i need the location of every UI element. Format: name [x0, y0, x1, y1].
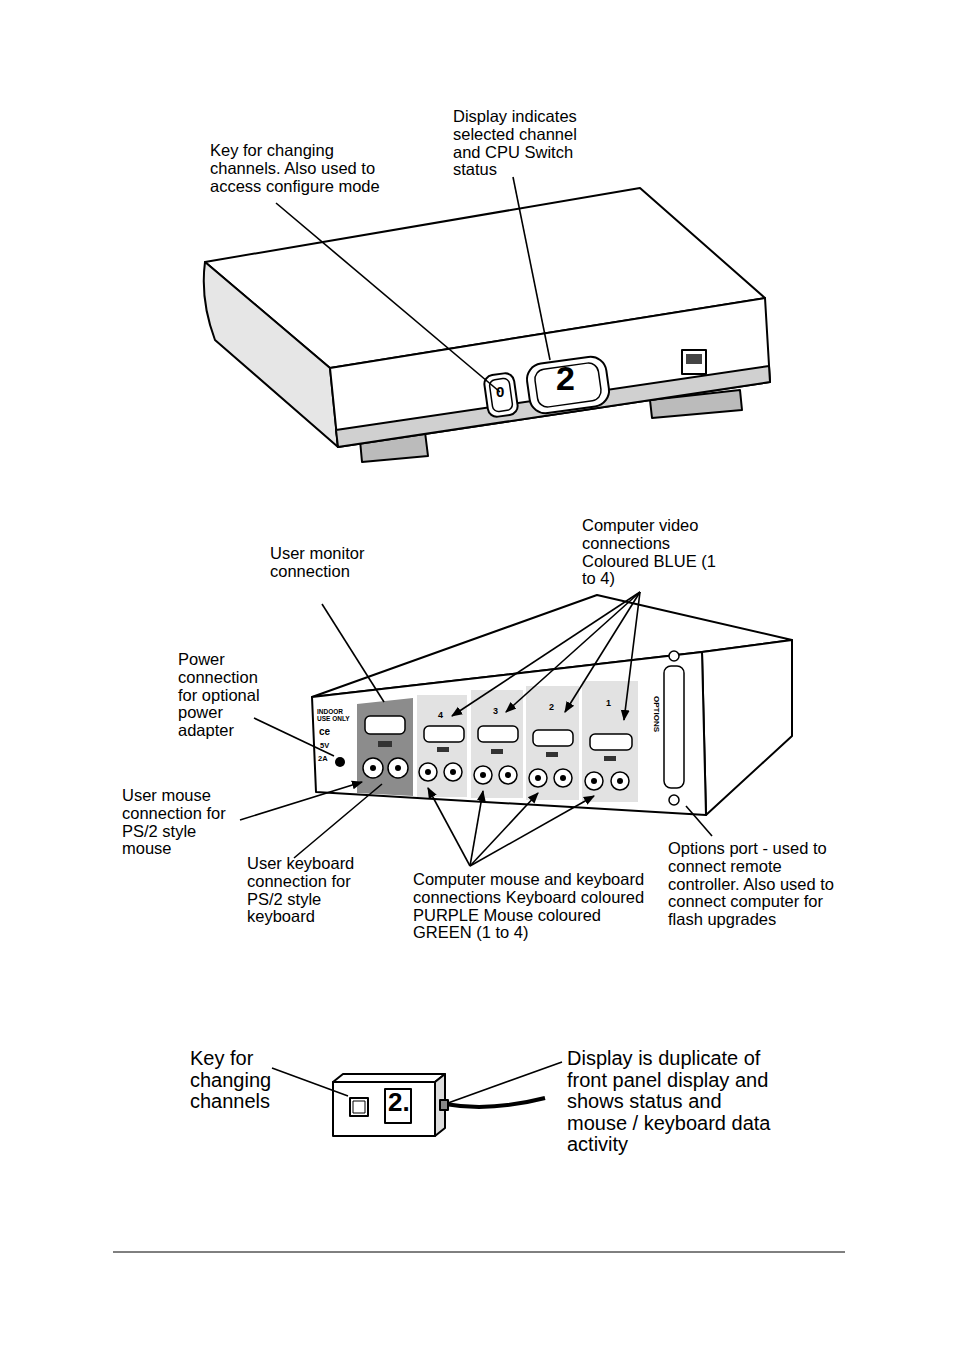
- callout-text: Display is duplicate of front panel disp…: [567, 1048, 782, 1156]
- panel-marking: INDOOR USE ONLY: [317, 708, 355, 722]
- panel-marking: 5V: [320, 742, 329, 750]
- callout-text: Display indicates selected channel and C…: [453, 108, 595, 179]
- rear-unit: [312, 595, 792, 815]
- port-number: 1: [606, 699, 611, 709]
- callout-text: Computer mouse and keyboard connections …: [413, 871, 653, 942]
- panel-marking: OPTIONS: [651, 696, 660, 732]
- panel-marking: ce: [319, 727, 330, 738]
- key-legend: 0: [496, 384, 504, 400]
- callout-text: Key for changing channels. Also used to …: [210, 142, 395, 195]
- port-number: 4: [438, 711, 443, 721]
- remote-controller: [333, 1074, 545, 1136]
- display-digit: 2: [556, 360, 575, 397]
- callout-text: User mouse connection for PS/2 style mou…: [122, 787, 250, 858]
- panel-marking: 2A: [318, 755, 328, 763]
- callout-text: User monitor connection: [270, 545, 370, 581]
- page-rule: [113, 1252, 845, 1253]
- port-number: 3: [493, 707, 498, 717]
- callout-text: Options port - used to connect remote co…: [668, 840, 848, 929]
- callout-text: Computer video connections Coloured BLUE…: [582, 517, 722, 588]
- leader-lines: [240, 177, 712, 1103]
- front-unit: [204, 188, 770, 462]
- callout-text: Power connection for optional power adap…: [178, 651, 278, 740]
- callout-text: Key for changing channels: [190, 1048, 282, 1113]
- display-digit: 2.: [388, 1088, 410, 1116]
- callout-text: User keyboard connection for PS/2 style …: [247, 855, 369, 926]
- port-number: 2: [549, 703, 554, 713]
